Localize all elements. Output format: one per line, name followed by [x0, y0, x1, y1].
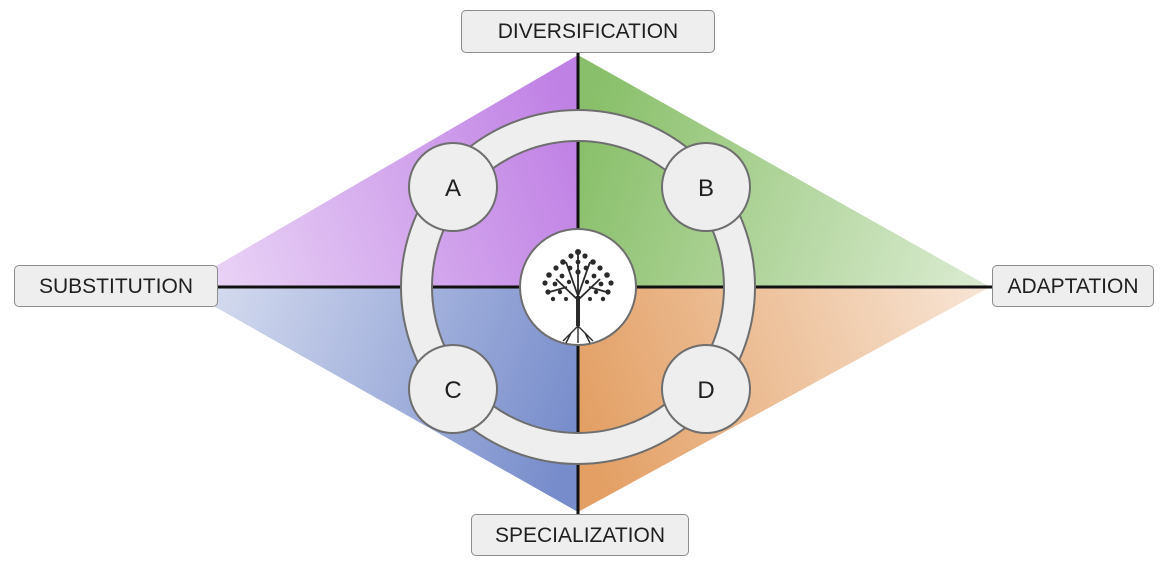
node-b: B [661, 142, 751, 232]
node-c-label: C [444, 377, 461, 404]
node-c: C [408, 344, 498, 434]
inner-ring-edge [431, 140, 725, 434]
center-tree-node [519, 228, 637, 346]
axis-label-diversification: DIVERSIFICATION [461, 10, 715, 53]
axis-label-adaptation: ADAPTATION [992, 265, 1154, 307]
node-a: A [408, 142, 498, 232]
node-a-label: A [445, 175, 461, 202]
node-d-label: D [697, 377, 714, 404]
tree-icon [542, 249, 614, 344]
axis-label-specialization: SPECIALIZATION [471, 514, 689, 556]
node-d: D [661, 344, 751, 434]
axis-label-substitution: SUBSTITUTION [14, 265, 218, 307]
node-b-label: B [698, 175, 714, 202]
